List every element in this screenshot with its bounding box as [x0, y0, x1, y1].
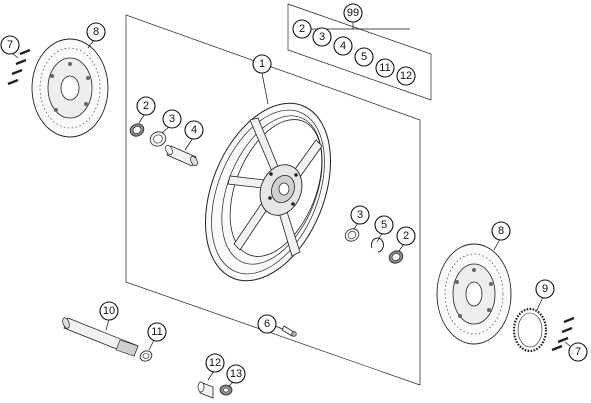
callout-sensor-ring[interactable]: 9 [535, 279, 555, 299]
callout-spacer[interactable]: 4 [184, 120, 204, 140]
callout-bearing-left[interactable]: 3 [162, 109, 182, 129]
svg-text:12: 12 [400, 70, 412, 82]
svg-text:2: 2 [143, 100, 149, 112]
callout-wheel[interactable]: 1 [252, 54, 272, 74]
svg-text:2: 2 [403, 230, 409, 242]
callout-seal-right[interactable]: 2 [396, 226, 416, 246]
wheel-rim[interactable] [181, 85, 355, 299]
valve[interactable] [281, 325, 297, 337]
callout-valve[interactable]: 6 [257, 314, 277, 334]
callout-axle-seal[interactable]: 11 [147, 322, 167, 342]
svg-text:3: 3 [357, 209, 363, 221]
callout-disc-right[interactable]: 8 [491, 221, 511, 241]
seal-right[interactable] [387, 249, 405, 266]
callout-bolt-left[interactable]: 7 [0, 35, 20, 55]
kit-item[interactable]: 4 [333, 36, 353, 56]
svg-text:12: 12 [209, 357, 221, 369]
callout-seal-left[interactable]: 2 [136, 96, 156, 116]
svg-text:11: 11 [379, 62, 390, 74]
svg-text:8: 8 [498, 225, 504, 237]
bolts-right[interactable] [551, 316, 575, 352]
callout-disc-left[interactable]: 8 [86, 22, 106, 42]
sensor-ring[interactable] [512, 307, 548, 353]
svg-text:5: 5 [361, 51, 367, 63]
seal-left[interactable] [128, 122, 146, 139]
callout-washer[interactable]: 13 [226, 364, 246, 384]
callout-kit[interactable]: 99 [343, 3, 363, 23]
bearing-right[interactable] [343, 227, 361, 244]
washer[interactable] [219, 384, 233, 396]
svg-text:1: 1 [259, 58, 265, 70]
kit-item[interactable]: 5 [354, 47, 374, 67]
svg-text:10: 10 [103, 305, 115, 317]
kit-panel: 99 2 3 4 5 11 12 [287, 3, 432, 101]
svg-text:2: 2 [299, 23, 305, 35]
bush[interactable] [197, 381, 214, 399]
wheel-panel [125, 14, 421, 386]
svg-text:6: 6 [264, 318, 270, 330]
bearing-left[interactable] [148, 129, 168, 148]
kit-item[interactable]: 12 [396, 66, 416, 86]
svg-text:7: 7 [575, 346, 581, 358]
brake-disc-right[interactable] [436, 243, 512, 345]
svg-text:99: 99 [347, 7, 359, 19]
svg-text:3: 3 [319, 31, 325, 43]
svg-text:4: 4 [340, 40, 346, 52]
svg-text:4: 4 [191, 124, 197, 136]
bolts-left[interactable] [7, 48, 31, 86]
callout-bearing-right[interactable]: 3 [350, 205, 370, 225]
svg-text:5: 5 [381, 219, 387, 231]
svg-text:9: 9 [542, 283, 548, 295]
callout-bolt-right[interactable]: 7 [568, 342, 588, 362]
brake-disc-left[interactable] [31, 38, 109, 138]
callout-bush[interactable]: 12 [205, 353, 225, 373]
spacer[interactable] [164, 144, 199, 167]
circlip[interactable] [370, 237, 384, 253]
svg-text:11: 11 [151, 326, 162, 338]
kit-item[interactable]: 3 [312, 27, 332, 47]
svg-text:7: 7 [7, 39, 13, 51]
axle[interactable] [61, 317, 139, 357]
kit-item[interactable]: 2 [292, 19, 312, 39]
svg-text:3: 3 [169, 113, 175, 125]
callout-circlip[interactable]: 5 [374, 215, 394, 235]
axle-seal[interactable] [138, 349, 153, 363]
callout-axle[interactable]: 10 [99, 301, 119, 321]
svg-text:8: 8 [93, 26, 99, 38]
svg-text:13: 13 [230, 368, 242, 380]
kit-item[interactable]: 11 [375, 58, 395, 78]
